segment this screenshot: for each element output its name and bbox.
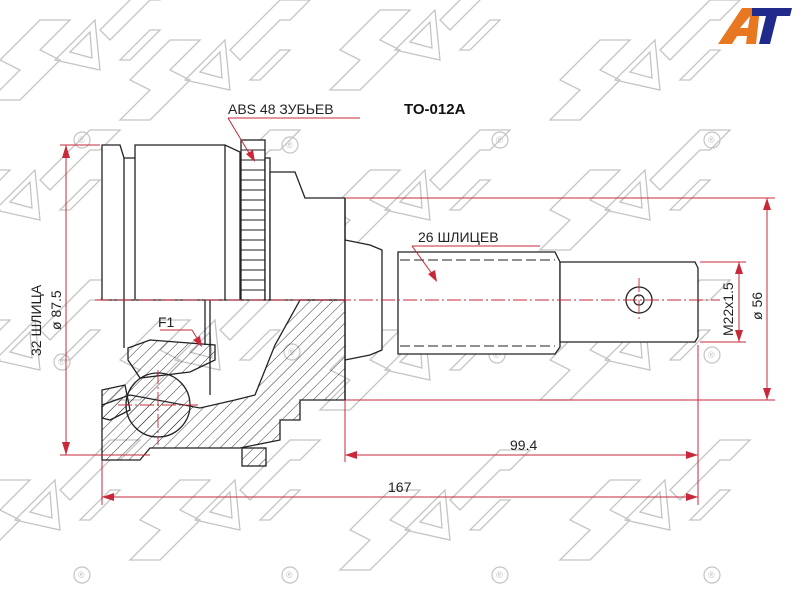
svg-text:®: ® bbox=[58, 357, 65, 367]
svg-text:®: ® bbox=[708, 570, 715, 580]
svg-text:®: ® bbox=[78, 135, 85, 145]
housing-section bbox=[101, 299, 346, 461]
svg-text:®: ® bbox=[708, 135, 715, 145]
abs-tone-ring bbox=[240, 139, 271, 467]
svg-text:®: ® bbox=[286, 570, 293, 580]
total-length-dim: 167 bbox=[388, 479, 412, 495]
shaft-length-dim: 99.4 bbox=[510, 437, 537, 453]
svg-text:®: ® bbox=[78, 570, 85, 580]
abs-teeth-label: ABS 48 ЗУБЬЕВ bbox=[228, 101, 334, 117]
housing-neck bbox=[269, 171, 383, 400]
f1-label: F1 bbox=[158, 314, 175, 330]
brand-logo bbox=[718, 8, 792, 44]
svg-text:®: ® bbox=[286, 140, 293, 150]
svg-text:®: ® bbox=[493, 350, 500, 360]
svg-text:®: ® bbox=[708, 350, 715, 360]
outer-splines-label: 26 ШЛИЦЕВ bbox=[418, 229, 499, 245]
spline-shaft bbox=[397, 251, 699, 355]
thread-label: M22x1.5 bbox=[720, 282, 736, 336]
inner-diameter-label: ø 87.5 bbox=[48, 290, 64, 330]
svg-text:®: ® bbox=[496, 135, 503, 145]
dimension-lines bbox=[60, 117, 775, 505]
outer-diameter-label: ø 56 bbox=[749, 292, 765, 320]
inner-splines-label: 32 ШЛИЦА bbox=[28, 284, 44, 356]
part-number: TO-012A bbox=[404, 101, 466, 118]
outer-housing bbox=[101, 144, 241, 301]
svg-text:®: ® bbox=[496, 570, 503, 580]
